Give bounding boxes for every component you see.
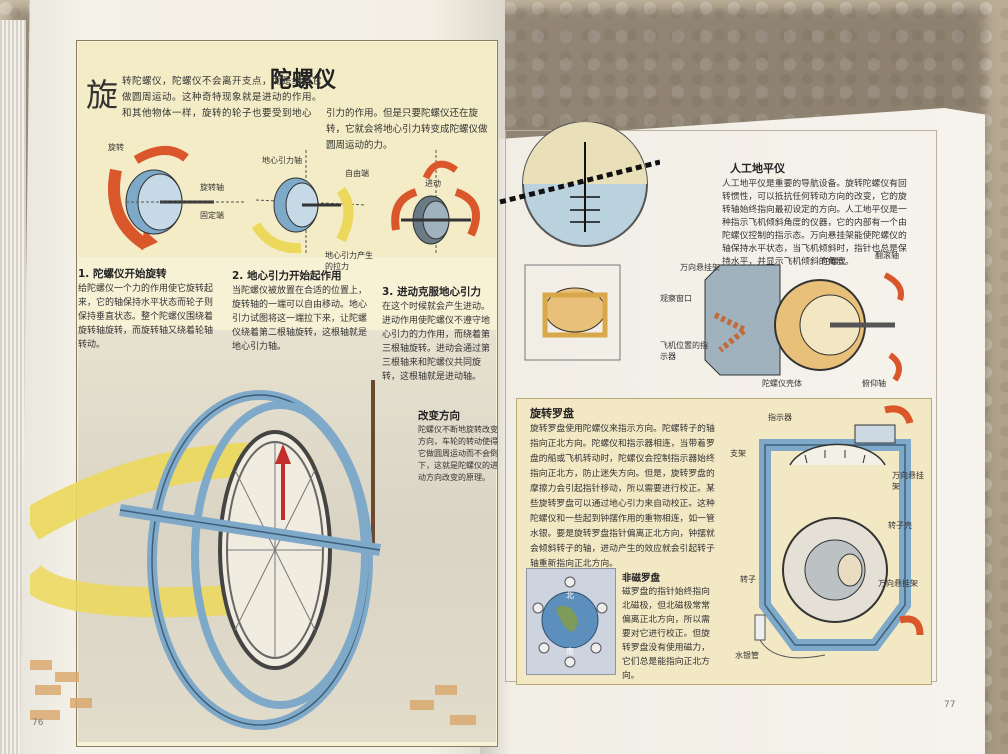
page-title: 陀螺仪 <box>270 67 337 93</box>
compass-text: 旋转罗盘使用陀螺仪来指示方向。陀螺转子的轴指向正北方向。陀螺仪和指示器相连，当带… <box>530 424 715 569</box>
horizon-label-roll-axis: 翻滚轴 <box>875 251 899 260</box>
change-direction-body: 陀螺仪不断地旋转改变方向，车轮的转动使得它做圆周运动而不会倒下，这就是陀螺仪的进… <box>418 425 498 482</box>
compass-label-indicator: 指示器 <box>768 413 792 422</box>
label-spin-axis: 旋转轴 <box>200 183 224 192</box>
compass-label-rotor: 转子 <box>740 575 756 584</box>
step-1-body: 给陀螺仪一个力的作用使它旋转起来，它的轴保持水平状态而轮子则保持垂直状态。整个陀… <box>78 284 214 350</box>
compass-label-support: 支架 <box>730 449 746 458</box>
label-spin: 旋转 <box>108 143 124 152</box>
label-gravity-axis: 地心引力轴 <box>262 156 302 165</box>
label-precession: 进动 <box>425 179 441 188</box>
compass-label-rotor-case: 转子壳 <box>888 521 912 530</box>
horizon-label-pitch-axis: 俯仰轴 <box>862 379 886 388</box>
step-3-title: 3. 进动克服地心引力 <box>382 286 481 298</box>
wheel-gyroscope-illustration <box>30 380 476 730</box>
step-3-body: 在这个时候就会产生进动。进动作用使陀螺仪不遵守地心引力的力作用，而绕着第三根轴旋… <box>382 302 491 382</box>
step-2-title: 2. 地心引力开始起作用 <box>232 270 342 282</box>
right-page-number: 77 <box>944 700 956 710</box>
gyro-diagram-1 <box>108 146 246 251</box>
left-page-number: 76 <box>32 718 44 728</box>
horizon-title: 人工地平仪 <box>730 162 785 175</box>
drop-cap: 旋 <box>86 76 119 114</box>
mag-label-north: 北 <box>566 591 574 600</box>
label-fixed-end: 固定端 <box>200 211 224 220</box>
step-1-title: 1. 陀螺仪开始旋转 <box>78 268 167 280</box>
compass-label-mercury: 水银管 <box>735 651 759 660</box>
label-gravity-pull: 地心引力产生的拉力 <box>325 251 373 271</box>
mag-compass-title: 非磁罗盘 <box>622 573 661 584</box>
horizon-mechanism-illustration <box>524 264 904 382</box>
gyro-diagram-3 <box>391 150 480 255</box>
compass-label-gimbal-2: 万向悬挂架 <box>878 579 918 588</box>
intro-text-2: 引力的作用。但是只要陀螺仪还在旋转，它就会将地心引力转变成陀螺仪做圆周运动的力。 <box>326 108 488 151</box>
label-free-end: 自由端 <box>345 169 369 178</box>
horizon-label-gimbal: 万向悬挂架 <box>680 263 720 272</box>
mag-label-south: 南 <box>566 647 574 656</box>
intro-text-1: 转陀螺仪，陀螺仪不会离开支点，而是绕着它做圆周运动。这种奇特现象就是进动的作用。… <box>122 76 323 119</box>
horizon-label-gyro: 陀螺仪 <box>822 257 846 266</box>
earth-compass-illustration <box>532 576 608 668</box>
mag-compass-text: 磁罗盘的指针始终指向北磁极，但北磁极常常偏离正北方向，所以需要对它进行校正。但旋… <box>622 587 710 681</box>
step-2-body: 当陀螺仪被放置在合适的位置上，旋转轴的一端可以自由移动。地心引力试图将这一端拉下… <box>232 286 368 352</box>
compass-title: 旋转罗盘 <box>530 407 574 420</box>
gyro-compass-illustration <box>754 405 924 659</box>
horizon-label-case: 陀螺仪壳体 <box>762 379 802 388</box>
horizon-text: 人工地平仪是重要的导航设备。旋转陀螺仪有回转惯性，可以抵抗任何转动方向的改变，它… <box>722 179 907 267</box>
compass-label-gimbal-1: 万向悬挂架 <box>892 471 924 491</box>
horizon-label-window: 观察窗口 <box>660 294 692 303</box>
horizon-label-indicator: 飞机位置的指示器 <box>660 341 708 361</box>
change-direction-title: 改变方向 <box>418 410 460 422</box>
gyro-diagram-2 <box>251 150 367 255</box>
gyroscope-diagrams <box>108 146 480 255</box>
horizon-dial-illustration <box>499 122 660 247</box>
